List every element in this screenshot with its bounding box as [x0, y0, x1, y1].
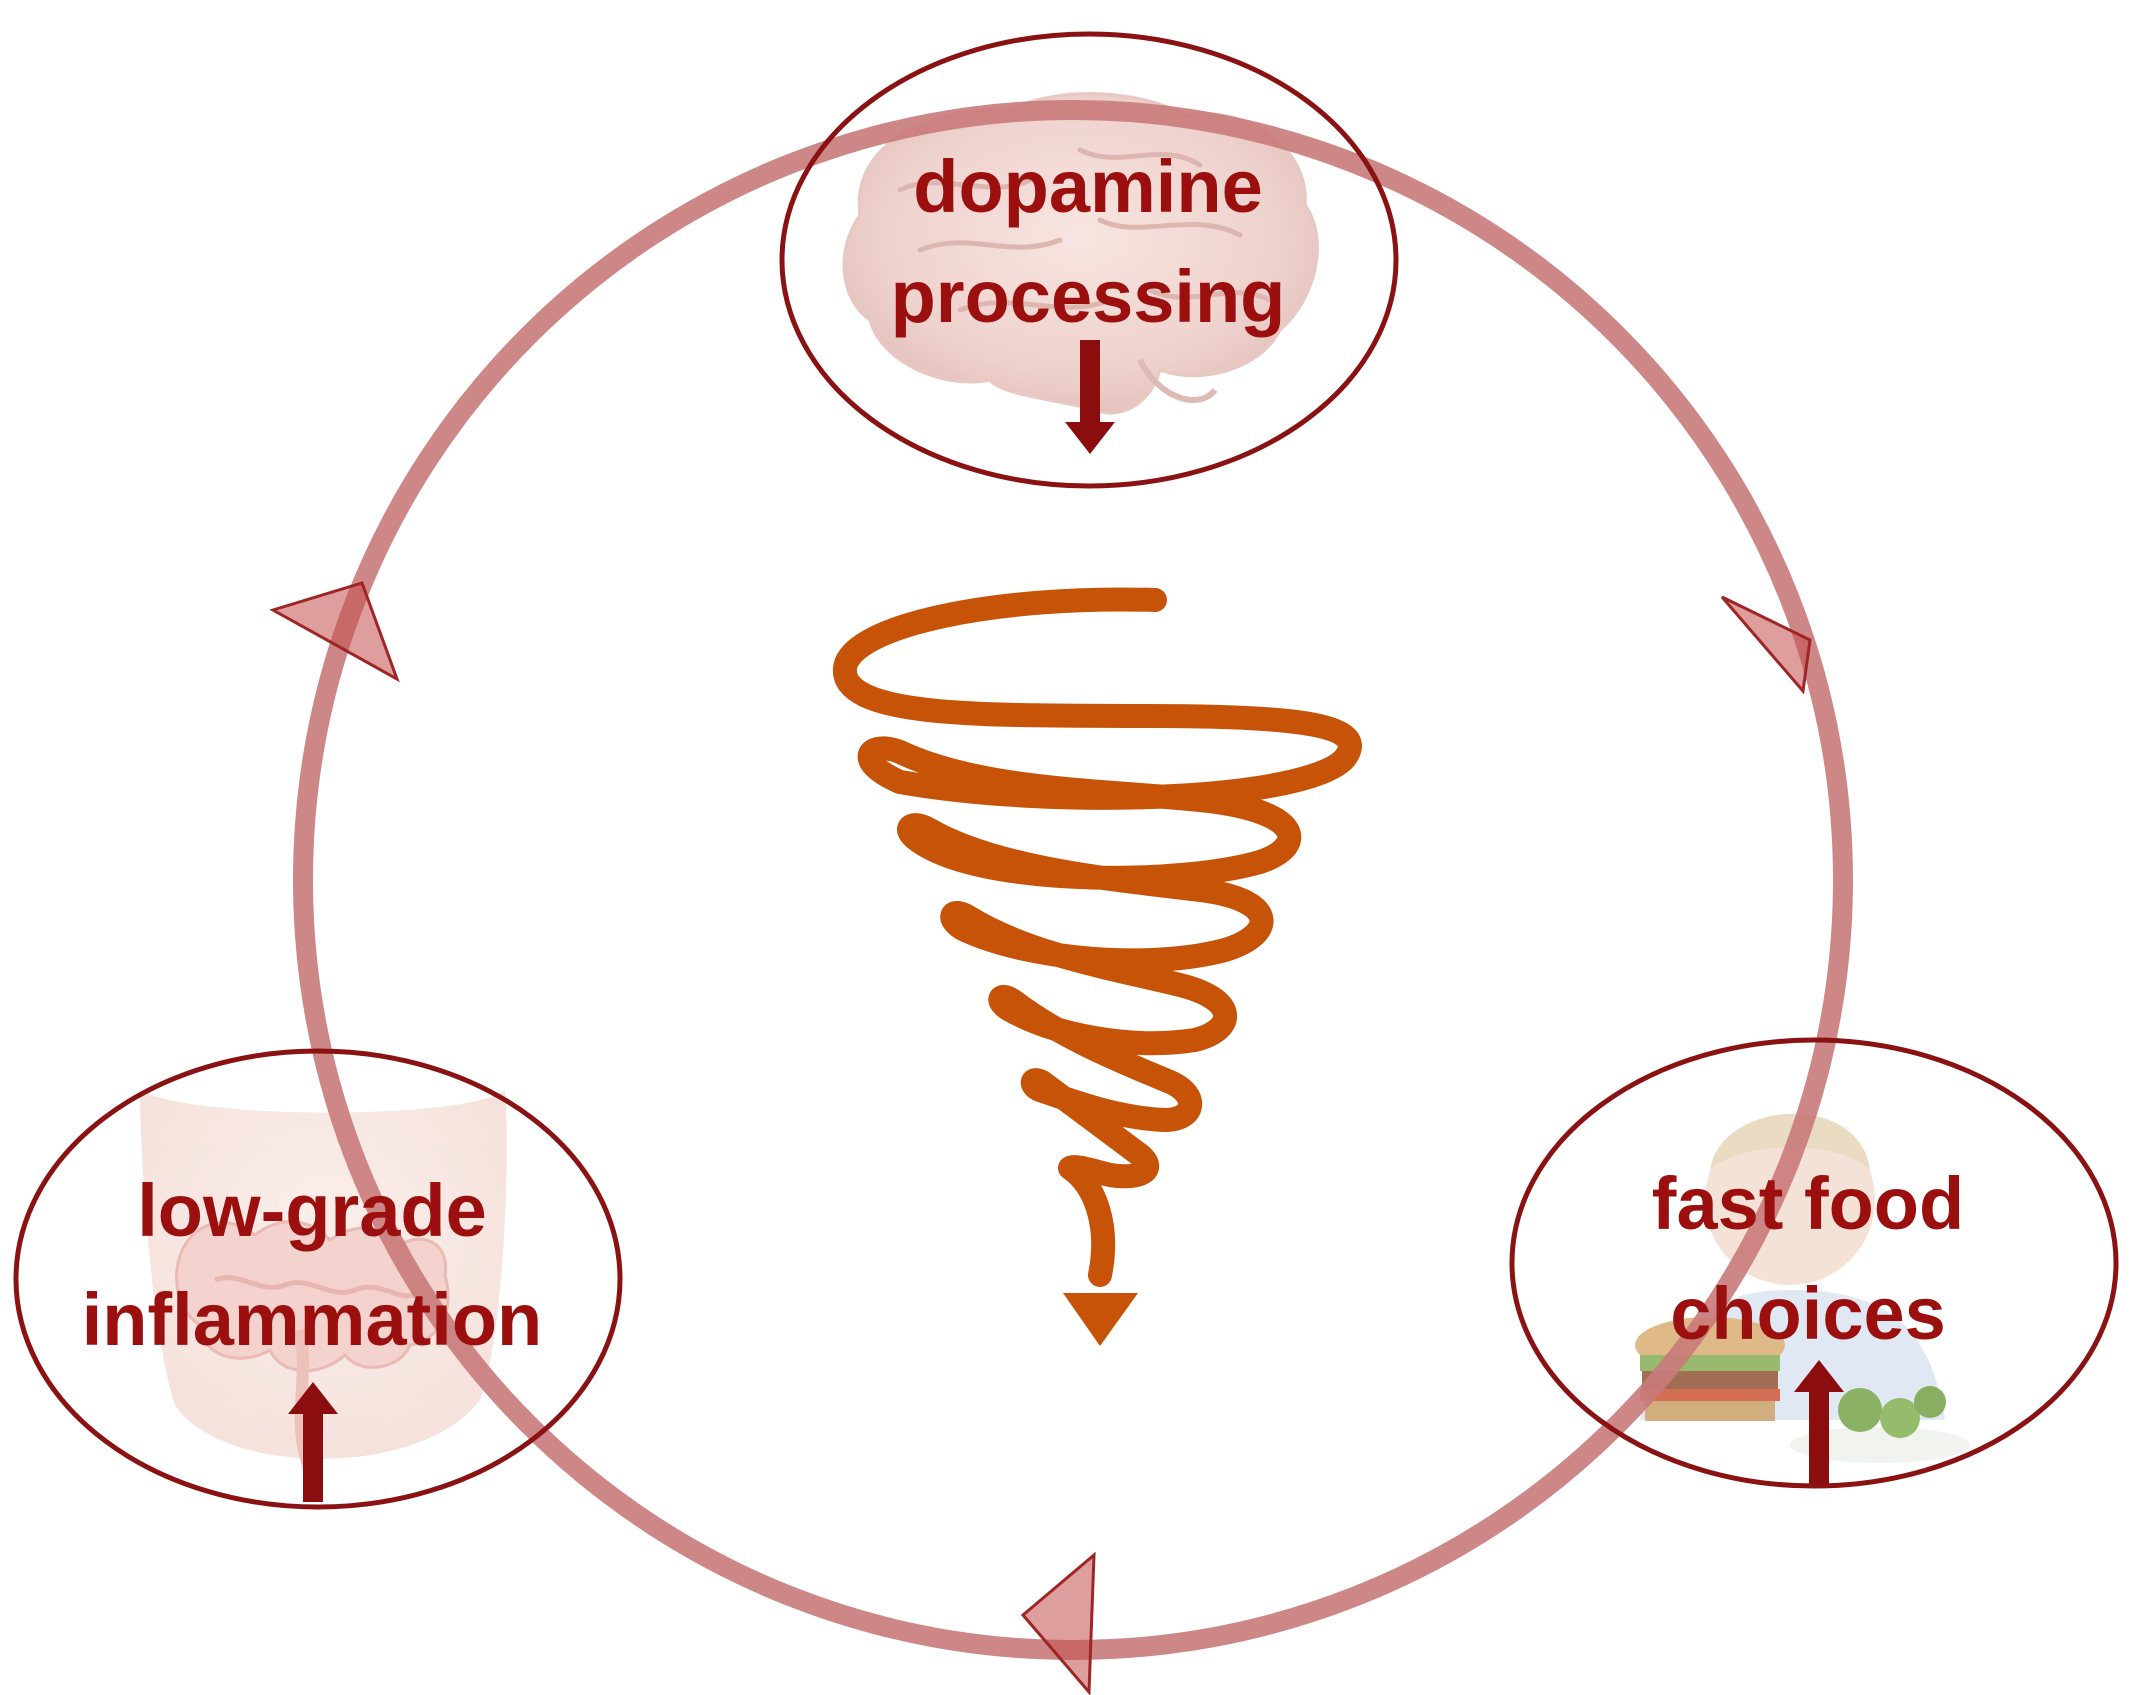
node-inflammation: low-grade inflammation — [82, 1169, 542, 1502]
brain-image — [842, 92, 1319, 415]
up-arrow-icon — [288, 1382, 338, 1502]
down-arrow-icon — [1065, 340, 1115, 454]
downward-spiral-icon — [833, 587, 1362, 1346]
node-label-line-2: choices — [1670, 1272, 1946, 1355]
node-label-line-2: inflammation — [82, 1278, 542, 1361]
intestines-image — [140, 1090, 507, 1473]
node-label-line-1: fast food — [1652, 1162, 1964, 1245]
up-arrow-icon — [1794, 1360, 1844, 1485]
node-fast-food-outline — [1509, 1037, 2119, 1489]
node-label-line-2: processing — [891, 255, 1286, 338]
cycle-arrow-left — [269, 581, 400, 683]
node-dopamine: dopamine processing — [891, 145, 1286, 454]
node-inflammation-outline — [13, 1048, 623, 1510]
cycle-arrow-bottom — [1020, 1551, 1096, 1695]
node-label-line-1: low-grade — [137, 1169, 486, 1252]
node-fast-food: fast food choices — [1652, 1162, 1964, 1485]
node-dopamine-outline — [779, 31, 1399, 489]
cycle-arrow-right — [1720, 595, 1812, 695]
node-label-line-1: dopamine — [913, 145, 1262, 228]
